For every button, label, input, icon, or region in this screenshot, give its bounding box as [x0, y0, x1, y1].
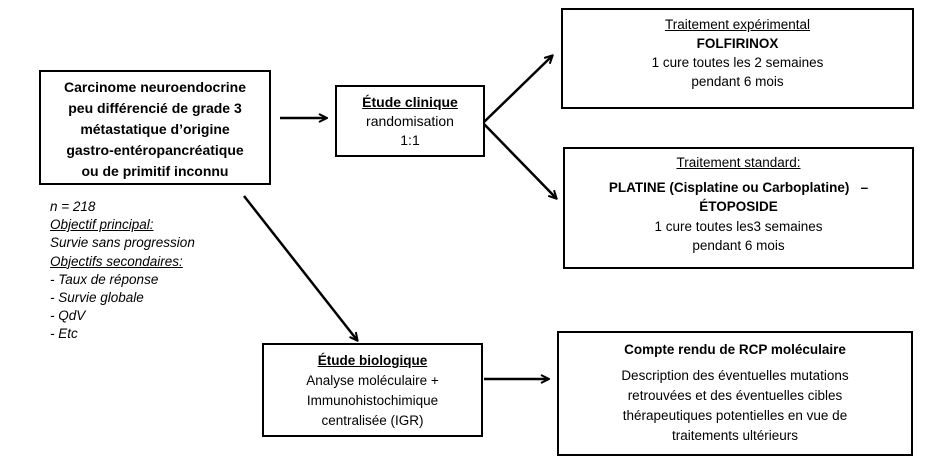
- rcp-report-line: retrouvées et des éventuelles cibles: [627, 388, 843, 403]
- standard-arm-drug: PLATINE (Cisplatine ou Carboplatine) –: [608, 179, 869, 195]
- rcp-report-box: Compte rendu de RCP moléculaire Descript…: [557, 331, 913, 456]
- sample-size: n = 218: [50, 199, 96, 214]
- secondary-objective: - Etc: [50, 326, 78, 342]
- standard-arm-heading: Traitement standard:: [676, 155, 801, 170]
- arrow-clinical-to-standard: [483, 123, 556, 198]
- clinical-study-line: 1:1: [400, 132, 420, 148]
- population-line: Carcinome neuroendocrine: [63, 79, 247, 95]
- population-line: ou de primitif inconnu: [81, 163, 229, 179]
- population-line: métastatique d’origine: [80, 121, 230, 137]
- rcp-report-line: traitements ultérieurs: [671, 428, 799, 443]
- secondary-objectives-heading: Objectifs secondaires:: [50, 253, 183, 269]
- population-line: peu différencié de grade 3: [68, 100, 242, 116]
- arrow-population-to-biological: [243, 195, 357, 340]
- biological-study-line: Immunohistochimique: [306, 393, 439, 408]
- rcp-report-line: Description des éventuelles mutations: [621, 368, 849, 383]
- secondary-objective: - QdV: [50, 308, 86, 324]
- biological-study-line: centralisée (IGR): [321, 413, 424, 428]
- arrow-clinical-to-experimental: [483, 56, 552, 123]
- biological-study-line: Analyse moléculaire +: [306, 373, 439, 388]
- primary-objective-heading: Objectif principal:: [50, 217, 154, 233]
- standard-arm-box: Traitement standard: PLATINE (Cisplatine…: [563, 147, 914, 269]
- clinical-study-title: Étude clinique: [362, 94, 458, 110]
- standard-arm-line: pendant 6 mois: [692, 238, 785, 253]
- secondary-objective: - Taux de réponse: [50, 271, 159, 287]
- population-line: gastro-entéropancréatique: [66, 142, 244, 158]
- rcp-report-line: thérapeutiques potentielles en vue de: [622, 408, 848, 423]
- standard-arm-drug: ÉTOPOSIDE: [699, 199, 778, 214]
- experimental-arm-box: Traitement expérimental FOLFIRINOX 1 cur…: [561, 8, 914, 109]
- primary-objective: Survie sans progression: [50, 235, 195, 251]
- secondary-objective: - Survie globale: [50, 290, 144, 306]
- experimental-arm-drug: FOLFIRINOX: [696, 36, 779, 51]
- biological-study-title: Étude biologique: [317, 353, 428, 368]
- clinical-study-line: randomisation: [366, 113, 454, 129]
- clinical-study-box: Étude clinique randomisation 1:1: [335, 85, 485, 157]
- experimental-arm-line: 1 cure toutes les 2 semaines: [651, 55, 824, 70]
- experimental-arm-line: pendant 6 mois: [691, 74, 784, 89]
- biological-study-box: Étude biologique Analyse moléculaire + I…: [262, 343, 483, 437]
- experimental-arm-heading: Traitement expérimental: [664, 17, 811, 32]
- rcp-report-title: Compte rendu de RCP moléculaire: [624, 342, 846, 357]
- population-box: Carcinome neuroendocrine peu différencié…: [39, 70, 271, 185]
- study-notes: n = 218 Objectif principal: Survie sans …: [50, 198, 195, 344]
- standard-arm-line: 1 cure toutes les3 semaines: [654, 218, 823, 234]
